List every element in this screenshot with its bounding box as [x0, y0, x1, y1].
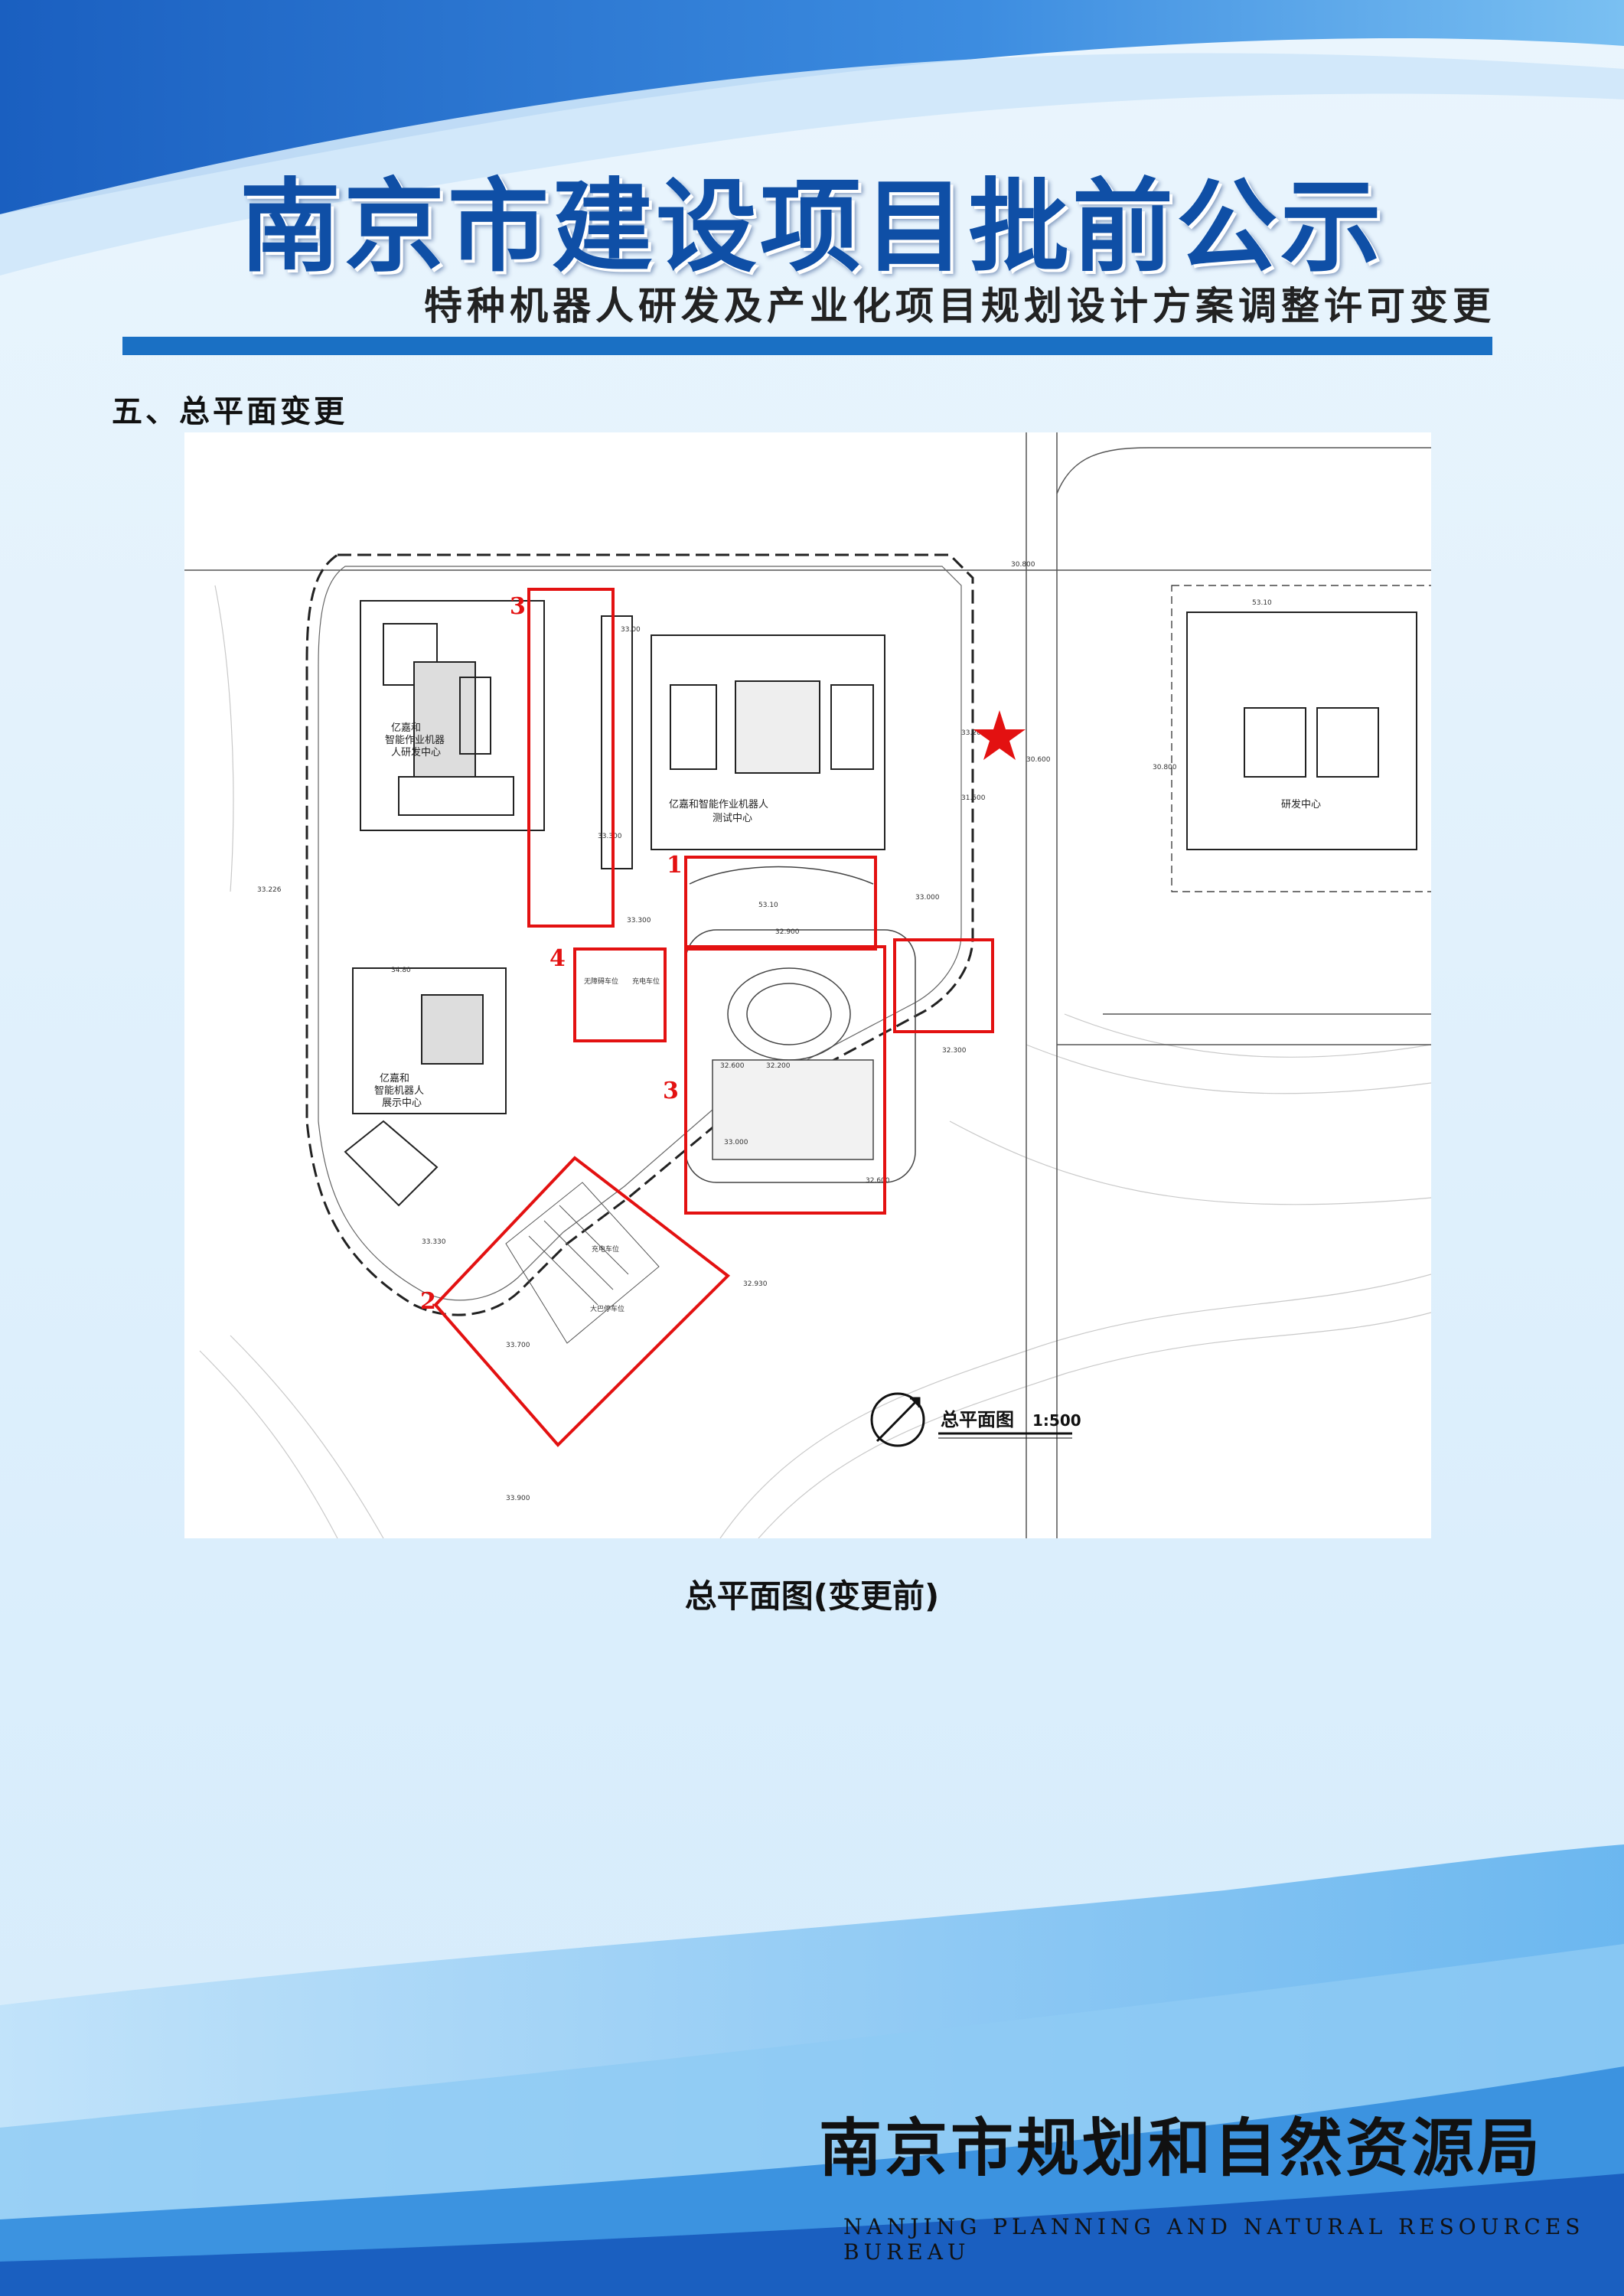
- elevation-16: 34.80: [391, 967, 411, 974]
- north-arrow-icon: [870, 1392, 925, 1447]
- scale-ratio: 1:500: [1032, 1411, 1081, 1430]
- building-2-name-b: 测试中心: [713, 813, 752, 824]
- zone-number-3b: 3: [663, 1078, 679, 1104]
- parking-label-charging-1: 充电车位: [632, 977, 660, 986]
- change-zone-3-center: [684, 945, 886, 1215]
- elevation-17: 33.226: [257, 886, 282, 894]
- elevation-8: 32.600: [866, 1177, 890, 1185]
- roads: [184, 432, 1431, 1538]
- elevation-7: 33.000: [724, 1139, 748, 1146]
- site-boundary: [305, 553, 974, 1316]
- parking-label-accessible: 无障碍车位: [584, 977, 618, 986]
- site-plan: 亿嘉和 智能作业机器 人研发中心 亿嘉和智能作业机器人 测试中心 亿嘉和 智能机…: [184, 432, 1433, 1539]
- scale-title: 总平面图: [941, 1409, 1014, 1430]
- building-4: [1171, 585, 1433, 892]
- elevation-5: 32.600: [720, 1062, 745, 1070]
- location-star-icon: [973, 710, 1026, 760]
- elevation-19: 33.700: [506, 1342, 530, 1349]
- site-plan-drawing: 亿嘉和 智能作业机器 人研发中心 亿嘉和智能作业机器人 测试中心 亿嘉和 智能机…: [184, 432, 1433, 1539]
- building-1-name-a: 亿嘉和: [391, 722, 421, 734]
- section-heading: 五、总平面变更: [112, 393, 347, 429]
- change-zone-3-left: [527, 588, 615, 928]
- agency-name-en: NANJING PLANNING AND NATURAL RESOURCES B…: [843, 2214, 1585, 2265]
- building-1-name-c: 人研发中心: [391, 746, 441, 758]
- elevation-22: 53.10: [1252, 599, 1272, 607]
- elevation-2: 33.300: [598, 833, 622, 840]
- central-plaza: [685, 866, 916, 1183]
- parking-label-charging-2: 充电车位: [592, 1244, 619, 1254]
- elevation-4: 32.900: [775, 928, 800, 936]
- elevation-10: 33.000: [915, 894, 940, 902]
- building-1: [360, 600, 545, 831]
- elevation-3: 33.300: [627, 917, 651, 925]
- elevation-11: 31.500: [961, 794, 986, 802]
- building-2: [601, 615, 885, 869]
- elevation-20: 33.900: [506, 1495, 530, 1502]
- building-3-name-b: 智能机器人: [374, 1085, 424, 1097]
- zone-number-3a: 3: [510, 593, 526, 620]
- change-zone-5: [893, 938, 994, 1033]
- building-3-name-c: 展示中心: [382, 1097, 422, 1109]
- change-zone-4: [573, 947, 667, 1042]
- elevation-labels: 33.00 33.300 33.300 32.900 32.600 32.200…: [257, 561, 1272, 1502]
- elevation-21: 32.930: [743, 1280, 768, 1288]
- building-2-name-a: 亿嘉和智能作业机器人: [669, 799, 768, 810]
- elevation-1: 33.00: [621, 626, 641, 634]
- building-3: [344, 967, 507, 1207]
- elevation-6: 32.200: [766, 1062, 791, 1070]
- project-subtitle: 特种机器人研发及产业化项目规划设计方案调整许可变更: [424, 283, 1495, 328]
- building-4-name: 研发中心: [1281, 798, 1321, 810]
- parking-label-bus: 大巴停车位: [590, 1304, 624, 1313]
- elevation-18: 33.330: [422, 1238, 446, 1246]
- zone-number-4: 4: [549, 945, 566, 972]
- elevation-23: 30.800: [1153, 764, 1177, 771]
- elevation-9: 32.300: [942, 1047, 967, 1055]
- change-zones: [433, 588, 994, 1447]
- inner-boundary: [318, 566, 962, 1301]
- building-1-name-b: 智能作业机器: [385, 735, 445, 746]
- elevation-14: 33.200: [961, 729, 986, 737]
- elevation-15: 53.10: [758, 902, 778, 909]
- zone-number-2: 2: [420, 1288, 436, 1315]
- agency-name-cn: 南京市规划和自然资源局: [819, 2112, 1544, 2185]
- bus-parking-lot: [505, 1182, 660, 1344]
- change-zone-1: [684, 856, 877, 951]
- plan-caption: 总平面图(变更前): [684, 1577, 940, 1615]
- zone-number-1: 1: [667, 852, 683, 879]
- change-zone-numbers: 3 1 3 4 2: [420, 593, 683, 1315]
- page-title: 南京市建设项目批前公示: [240, 168, 1384, 286]
- elevation-12: 30.600: [1026, 756, 1051, 764]
- building-3-name-a: 亿嘉和: [380, 1073, 409, 1084]
- elevation-13: 30.800: [1011, 561, 1035, 569]
- header-rule: [122, 337, 1492, 355]
- change-zone-2: [433, 1156, 731, 1447]
